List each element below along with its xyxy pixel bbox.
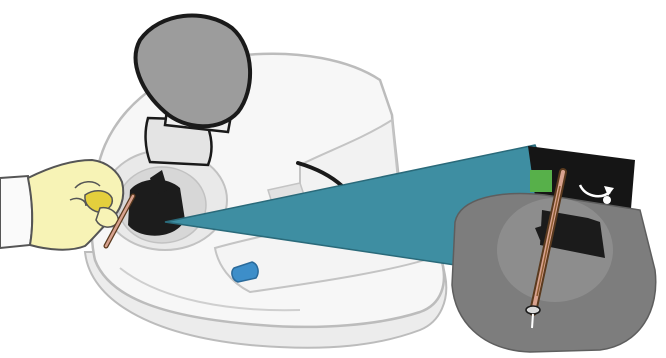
green-indicator xyxy=(530,170,552,192)
